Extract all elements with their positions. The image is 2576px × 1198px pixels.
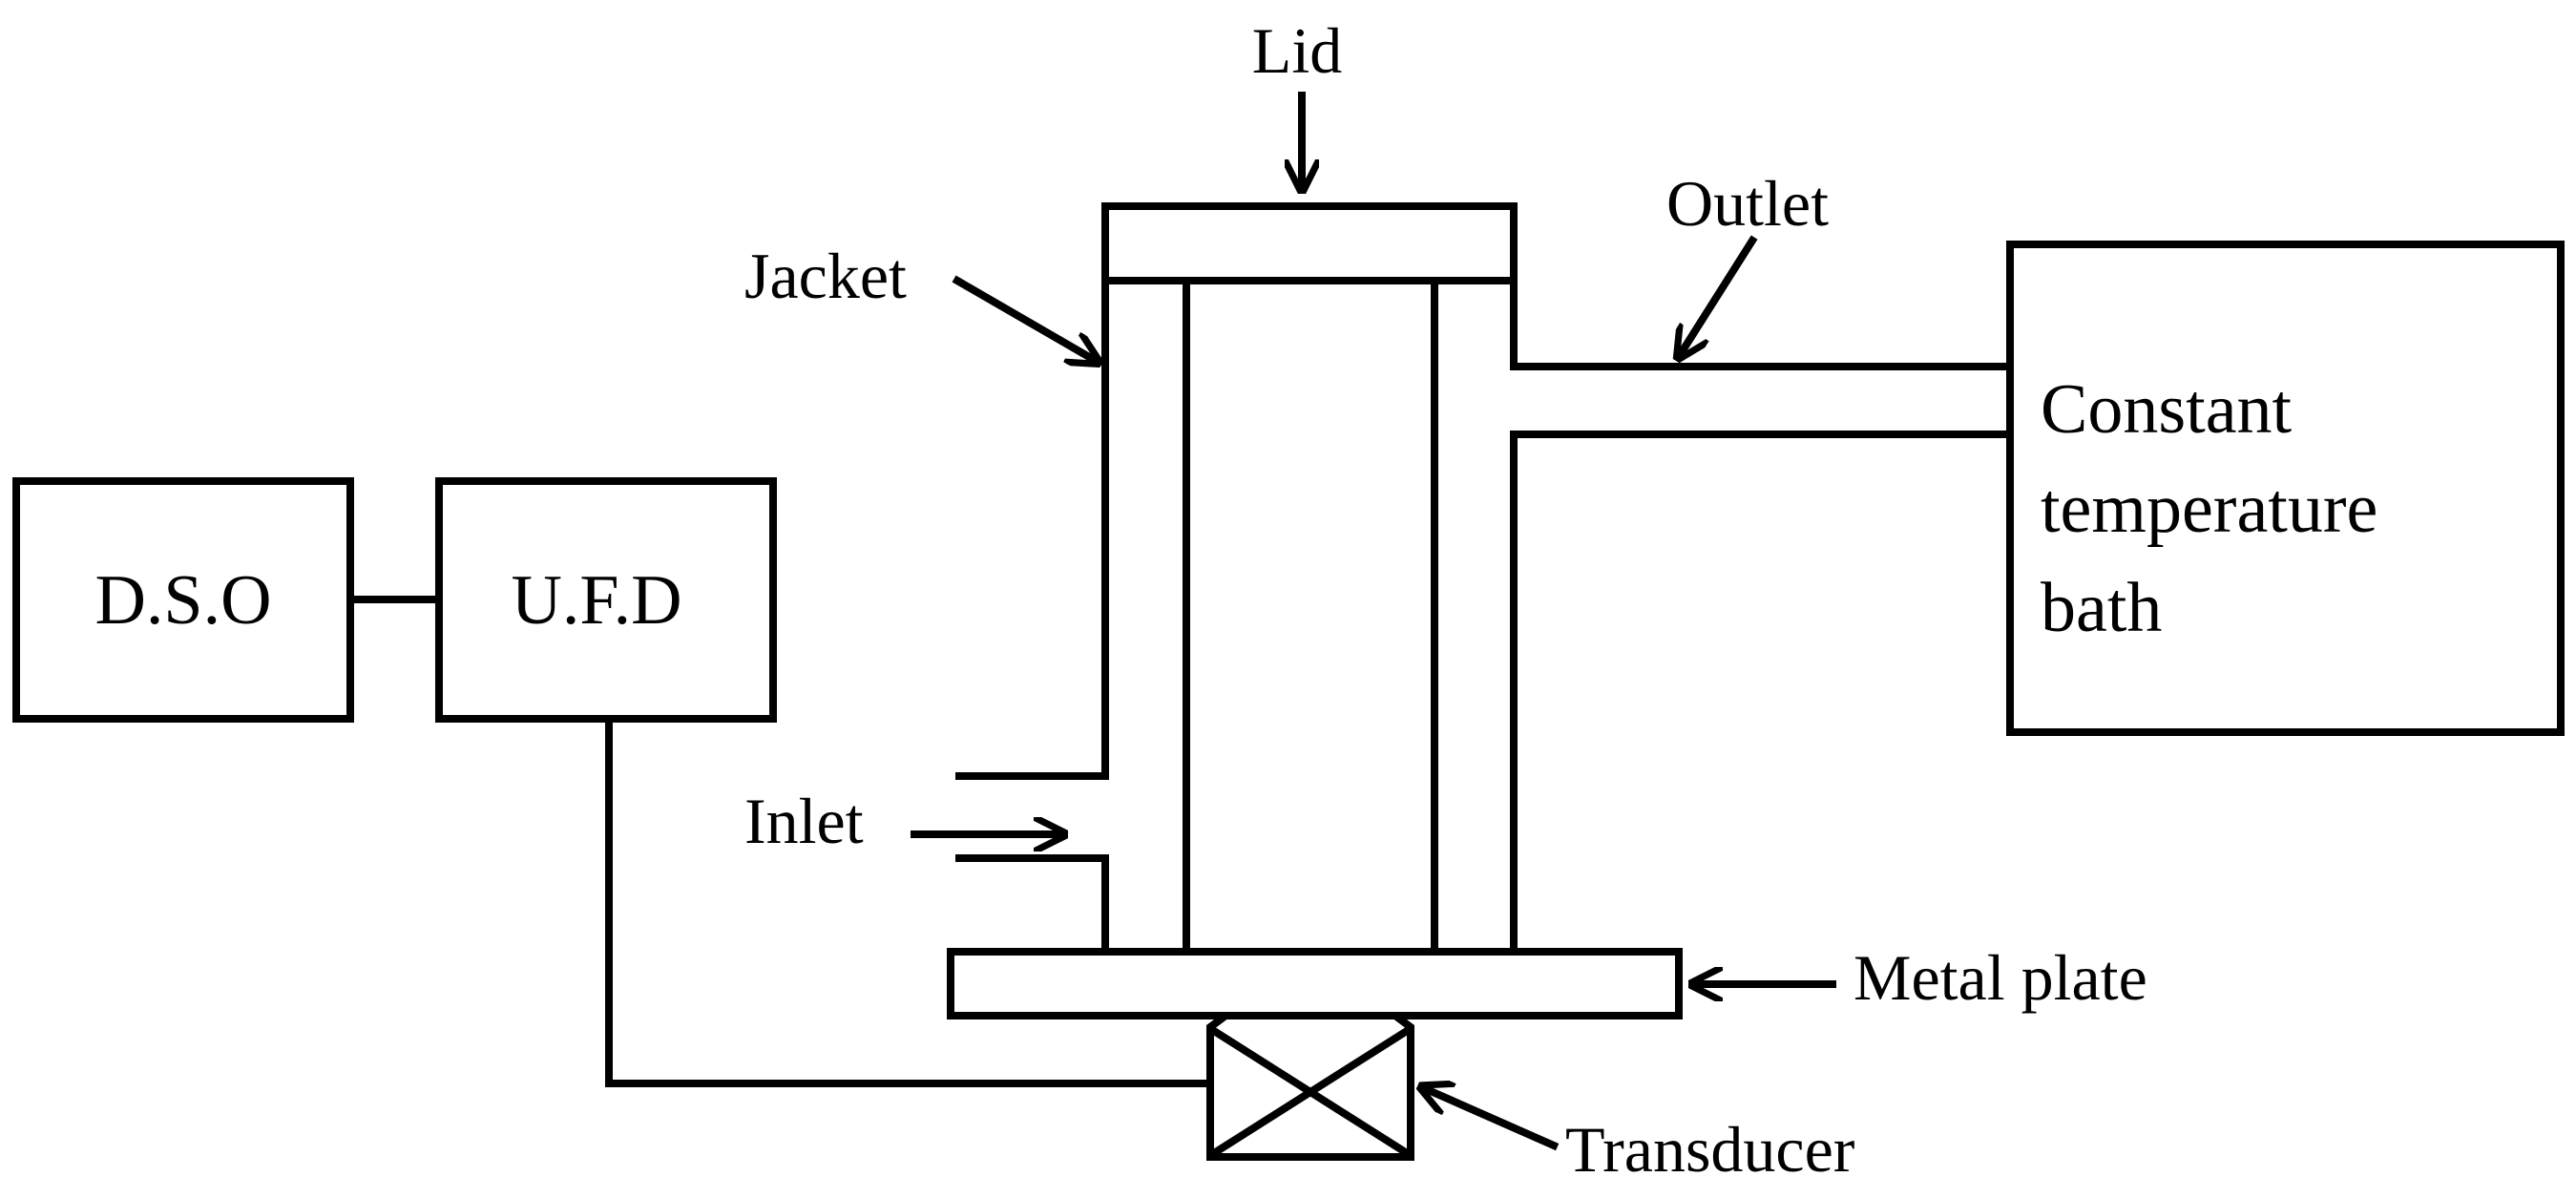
metal-plate-label: Metal plate bbox=[1853, 941, 2147, 1014]
transducer-label: Transducer bbox=[1565, 1113, 1855, 1186]
inlet-label: Inlet bbox=[744, 785, 864, 857]
lid-label: Lid bbox=[1252, 14, 1342, 87]
transducer-arrow bbox=[1424, 1088, 1560, 1151]
dso-block: D.S.O bbox=[12, 477, 354, 723]
constant-temperature-bath: Constant temperature bath bbox=[2006, 241, 2565, 736]
metal-plate bbox=[947, 948, 1683, 1019]
transducer bbox=[1206, 1012, 1414, 1161]
bath-label-line2: temperature bbox=[2041, 470, 2377, 548]
dso-label: D.S.O bbox=[94, 561, 271, 640]
ufd-transducer-cable bbox=[605, 715, 1214, 1087]
ufd-label: U.F.D bbox=[511, 561, 681, 640]
outlet-arrow bbox=[1680, 235, 1758, 355]
bath-label-line1: Constant bbox=[2041, 370, 2293, 449]
outlet-label: Outlet bbox=[1666, 167, 1829, 240]
jacket-label: Jacket bbox=[744, 240, 907, 312]
lid bbox=[1101, 202, 1518, 284]
ufd-block: U.F.D bbox=[435, 477, 777, 723]
jacket-arrow bbox=[952, 275, 1096, 361]
bath-label-line3: bath bbox=[2041, 569, 2162, 647]
